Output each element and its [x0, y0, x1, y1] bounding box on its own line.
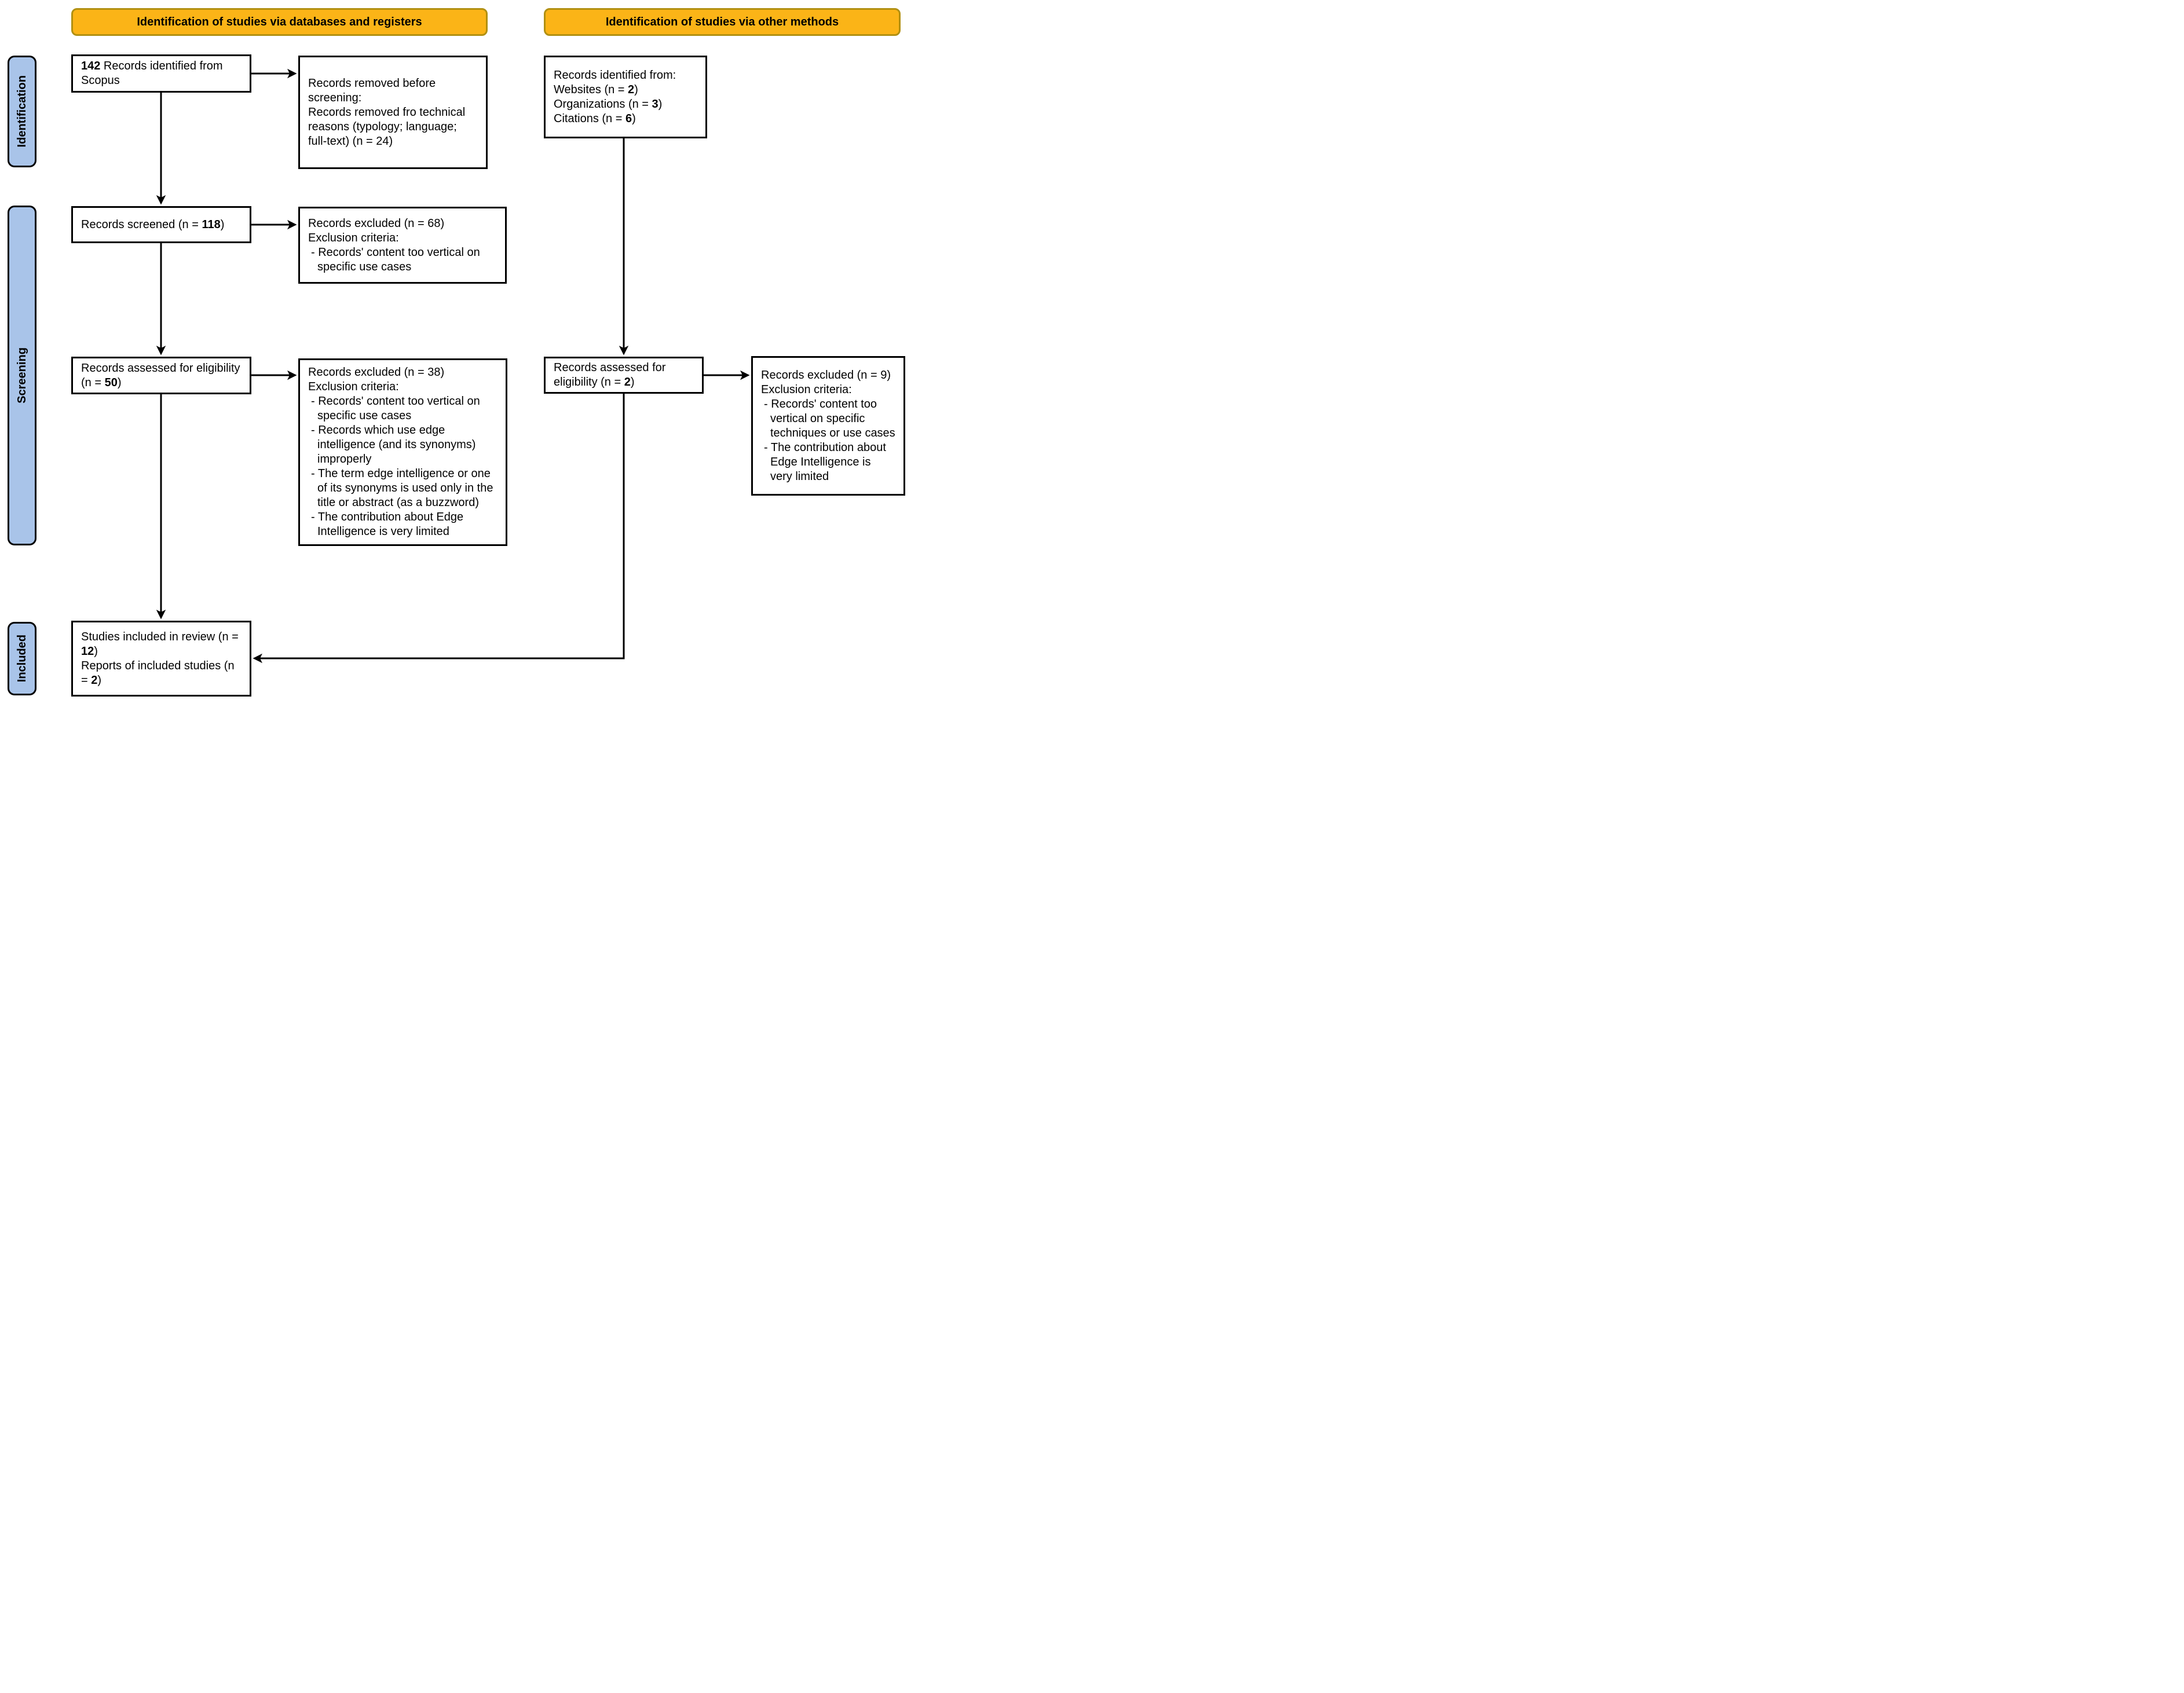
prisma-flow-diagram: Identification of studies via databases … [0, 0, 910, 705]
box-records-identified-scopus: 142 Records identified from Scopus [71, 54, 251, 93]
box-records-assessed-50: Records assessed for eligibility (n = 50… [71, 357, 251, 394]
records-assessed-50-text: Records assessed for eligibility (n = 50… [81, 361, 240, 389]
records-excluded-9-bullet-2: - The contribution about Edge Intelligen… [764, 441, 886, 483]
stage-screening-text: Screening [15, 347, 28, 404]
stage-label-identification: Identification [8, 56, 36, 167]
records-excluded-38-criteria-label: Exclusion criteria: [308, 380, 399, 393]
records-excluded-38-bullet-2: - Records which use edge intelligence (a… [311, 424, 476, 466]
citations-count: 6 [625, 112, 632, 125]
studies-included-count: 12 [81, 644, 94, 658]
other-source-citations: Citations (n = 6) [554, 112, 636, 125]
records-excluded-38-bullet-3: - The term edge intelligence or one of i… [311, 467, 493, 509]
records-screened-text: Records screened (n = 118) [81, 218, 225, 231]
stage-label-screening: Screening [8, 206, 36, 545]
box-records-excluded-38: Records excluded (n = 38) Exclusion crit… [298, 358, 507, 546]
websites-count: 2 [628, 83, 635, 96]
box-records-identified-other: Records identified from: Websites (n = 2… [544, 56, 707, 138]
reports-included-count: 2 [91, 673, 98, 687]
organizations-count: 3 [652, 97, 659, 111]
header-databases-registers: Identification of studies via databases … [71, 8, 488, 36]
header-other-methods-label: Identification of studies via other meth… [605, 15, 839, 28]
other-source-organizations: Organizations (n = 3) [554, 97, 663, 111]
header-other-methods: Identification of studies via other meth… [544, 8, 901, 36]
records-excluded-68-bullet: - Records' content too vertical on speci… [311, 245, 480, 273]
records-identified-other-title: Records identified from: [554, 68, 676, 82]
records-removed-title: Records removed before screening: [308, 76, 436, 104]
stage-included-text: Included [15, 635, 28, 683]
records-excluded-9-title: Records excluded (n = 9) [761, 368, 891, 382]
box-records-screened: Records screened (n = 118) [71, 206, 251, 243]
studies-included-text: Studies included in review (n = 12) [81, 630, 239, 658]
records-excluded-38-title: Records excluded (n = 38) [308, 366, 445, 379]
stage-identification-text: Identification [15, 75, 28, 148]
records-assessed-50-count: 50 [104, 376, 118, 389]
records-identified-count: 142 [81, 60, 101, 72]
records-identified-text: 142 Records identified from Scopus [81, 60, 223, 87]
records-removed-detail: Records removed fro technical reasons (t… [308, 105, 466, 148]
records-excluded-68-criteria-label: Exclusion criteria: [308, 231, 399, 244]
records-excluded-9-bullet-1: - Records' content too vertical on speci… [764, 397, 895, 439]
box-records-assessed-2: Records assessed for eligibility (n = 2) [544, 357, 704, 394]
records-excluded-68-title: Records excluded (n = 68) [308, 217, 445, 230]
header-databases-registers-label: Identification of studies via databases … [137, 15, 422, 28]
records-assessed-2-text: Records assessed for eligibility (n = 2) [554, 361, 666, 389]
other-source-websites: Websites (n = 2) [554, 83, 638, 96]
box-records-removed-before-screening: Records removed before screening: Record… [298, 56, 488, 169]
box-records-excluded-68: Records excluded (n = 68) Exclusion crit… [298, 207, 507, 284]
records-assessed-2-count: 2 [624, 376, 631, 389]
records-screened-count: 118 [202, 218, 221, 231]
stage-label-included: Included [8, 622, 36, 695]
records-excluded-38-bullet-4: - The contribution about Edge Intelligen… [311, 511, 464, 538]
records-excluded-38-bullet-1: - Records' content too vertical on speci… [311, 395, 480, 422]
records-excluded-9-criteria-label: Exclusion criteria: [761, 383, 852, 396]
reports-included-text: Reports of included studies (n = 2) [81, 659, 235, 687]
box-records-excluded-9: Records excluded (n = 9) Exclusion crite… [751, 356, 905, 496]
box-studies-included: Studies included in review (n = 12) Repo… [71, 621, 251, 697]
